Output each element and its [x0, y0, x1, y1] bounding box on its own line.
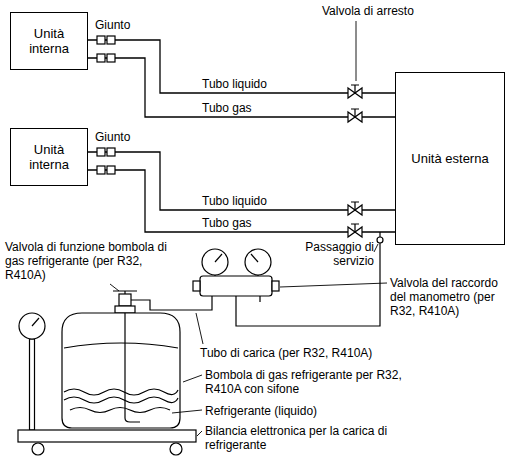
stop-valve	[348, 85, 362, 237]
pipe-joint	[97, 36, 115, 174]
unit-label: Unità interna	[16, 26, 82, 56]
service-port	[377, 232, 383, 243]
electronic-scale	[32, 443, 44, 455]
gas-cylinder	[125, 313, 140, 422]
electronic-scale	[30, 339, 35, 430]
stop-valve	[351, 224, 359, 232]
manifold-gauge	[193, 281, 200, 291]
leader-line	[356, 21, 357, 81]
electronic-scale	[18, 313, 196, 455]
charging-hose	[131, 300, 212, 310]
pipe-joint	[97, 148, 105, 156]
refrigerant-pipe	[88, 58, 395, 117]
refrigerant-pipe	[88, 152, 395, 210]
pipe-joint	[107, 148, 115, 156]
gas-cylinder	[70, 408, 170, 413]
manifold-gauge	[251, 254, 258, 262]
pipe-joint	[107, 36, 115, 44]
cylinder-valve	[115, 306, 135, 313]
manifold-gauge	[272, 281, 279, 291]
manifold-gauge	[200, 276, 272, 296]
electronic-scale	[18, 430, 196, 442]
manifold-gauge	[193, 249, 279, 302]
gas-cylinder	[64, 389, 178, 395]
electronic-scale	[19, 313, 45, 339]
leader-line	[183, 375, 202, 382]
service-port	[377, 237, 383, 243]
callout-label: Passaggio di servizio	[287, 240, 374, 268]
leader-line	[196, 313, 203, 344]
leader-line	[280, 283, 387, 287]
gas-cylinder	[62, 313, 180, 428]
unit-label: Unità interna	[16, 142, 82, 172]
pipe-joint	[97, 36, 105, 44]
callout-label: Bilancia elettronica per la carica di re…	[205, 424, 410, 452]
callout-label: Valvola di arresto	[322, 4, 414, 18]
leader-line	[374, 244, 378, 252]
pipe-joint	[97, 166, 105, 174]
callout-label: Giunto	[95, 130, 130, 144]
refrigerant-pipe	[88, 40, 395, 93]
unit-box: Unità esterna	[395, 72, 505, 245]
stop-valve	[351, 85, 359, 93]
gas-cylinder	[64, 343, 178, 348]
pipe-label: Tubo liquido	[200, 194, 269, 208]
manifold-gauge	[215, 254, 222, 262]
callout-label: Bombola di gas refrigerante per R32, R41…	[205, 368, 410, 396]
cylinder-valve	[119, 294, 131, 306]
pipe-joint	[107, 166, 115, 174]
callout-label: Giunto	[95, 18, 130, 32]
unit-label: Unità esterna	[411, 151, 488, 166]
cylinder-valve	[113, 291, 137, 313]
pipe-label: Tubo gas	[200, 101, 254, 115]
gas-cylinder	[64, 397, 178, 403]
electronic-scale	[170, 443, 182, 455]
manifold-gauge	[245, 249, 271, 275]
callout-label: Tubo di carica (per R32, R410A)	[200, 346, 372, 360]
callout-label: Valvola di funzione bombola di gas refri…	[5, 240, 185, 282]
manifold-gauge	[202, 249, 228, 275]
stop-valve	[351, 109, 359, 117]
service-port	[379, 232, 380, 237]
leader-line	[110, 284, 119, 291]
leader-line	[172, 410, 202, 413]
pipe-joint	[107, 54, 115, 62]
unit-box: Unità interna	[10, 12, 88, 70]
unit-box: Unità interna	[10, 128, 88, 186]
electronic-scale	[32, 318, 39, 326]
stop-valve	[351, 202, 359, 210]
refrigerant-pipe	[88, 170, 395, 232]
pipe-label: Tubo gas	[200, 216, 254, 230]
leader-line	[197, 431, 202, 436]
pipe-joint	[97, 54, 105, 62]
callout-label: Valvola del raccordo del manometro (per …	[390, 276, 512, 318]
callout-label: Refrigerante (liquido)	[205, 404, 317, 418]
manifold-gauge	[212, 296, 260, 302]
gas-cylinder	[62, 313, 180, 428]
pipe-label: Tubo liquido	[200, 77, 269, 91]
